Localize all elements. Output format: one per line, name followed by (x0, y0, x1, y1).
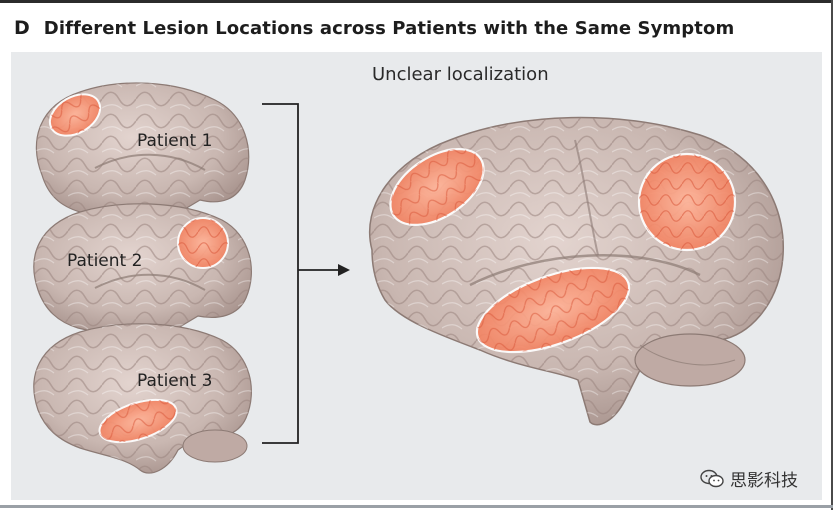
wechat-icon (700, 469, 724, 487)
right-border (831, 0, 833, 510)
brain-combined (368, 116, 784, 426)
unclear-localization-label: Unclear localization (372, 64, 549, 85)
bottom-rule (0, 505, 833, 508)
panel-header: D Different Lesion Locations across Pati… (14, 14, 734, 42)
watermark: 思影科技 (700, 466, 798, 491)
brain-patient-3 (33, 323, 252, 474)
panel-title: Different Lesion Locations across Patien… (43, 17, 735, 39)
grouping-bracket (262, 103, 350, 444)
panel-letter: D (14, 17, 30, 39)
brain-patient-1 (35, 82, 250, 220)
patient-2-label: Patient 2 (67, 251, 143, 271)
top-rule (0, 0, 833, 3)
patient-3-label: Patient 3 (137, 371, 213, 391)
brain-patient-2 (33, 203, 252, 336)
patient-1-label: Patient 1 (137, 131, 213, 151)
watermark-text: 思影科技 (730, 471, 798, 491)
